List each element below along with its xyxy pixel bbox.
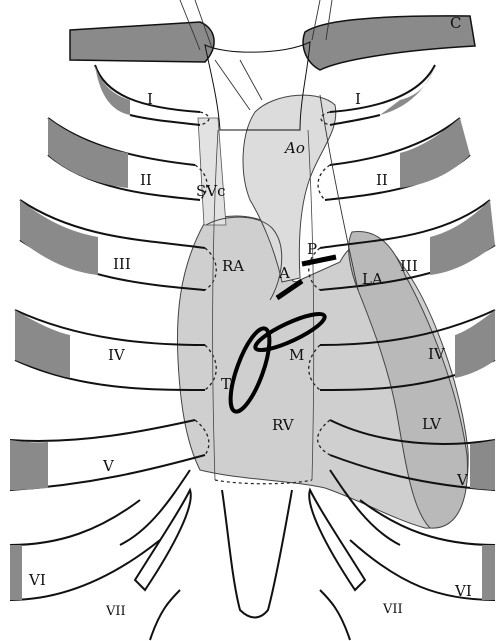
label-mitral-valve: M xyxy=(289,346,304,364)
superior-vena-cava xyxy=(198,118,226,225)
left-clavicle xyxy=(70,22,214,62)
label-rib-VI-right: VI xyxy=(454,582,472,600)
label-rib-III-left: III xyxy=(113,255,131,273)
rib-shading-left xyxy=(10,65,130,600)
label-right-atrium: RA xyxy=(222,257,244,275)
label-rib-VII-left: VII xyxy=(105,604,126,619)
label-rib-V-left: V xyxy=(102,457,115,475)
label-left-atrium: LA xyxy=(362,270,383,288)
label-rib-V-right: V xyxy=(456,471,469,489)
label-rib-IV-right: IV xyxy=(428,345,446,363)
label-rib-II-right: II xyxy=(376,171,388,189)
label-rib-IV-left: IV xyxy=(108,346,126,364)
label-rib-I-right: I xyxy=(355,90,361,108)
label-clavicle: C xyxy=(450,14,461,32)
pulmonary-valve-bar xyxy=(302,257,336,264)
label-left-ventricle: LV xyxy=(422,415,442,433)
label-right-ventricle: RV xyxy=(272,416,295,434)
label-rib-II-left: II xyxy=(140,171,152,189)
label-rib-VI-left: VI xyxy=(28,571,46,589)
label-rib-VII-right: VII xyxy=(382,602,403,617)
label-tricuspid-valve: T xyxy=(221,375,231,393)
label-pulmonary-valve: P xyxy=(307,240,317,258)
label-rib-III-right: III xyxy=(400,257,418,275)
label-aorta: Ao xyxy=(283,139,305,157)
label-rib-I-left: I xyxy=(147,90,153,108)
label-aortic-valve: A xyxy=(278,264,290,282)
label-svc: SVc xyxy=(196,182,226,200)
